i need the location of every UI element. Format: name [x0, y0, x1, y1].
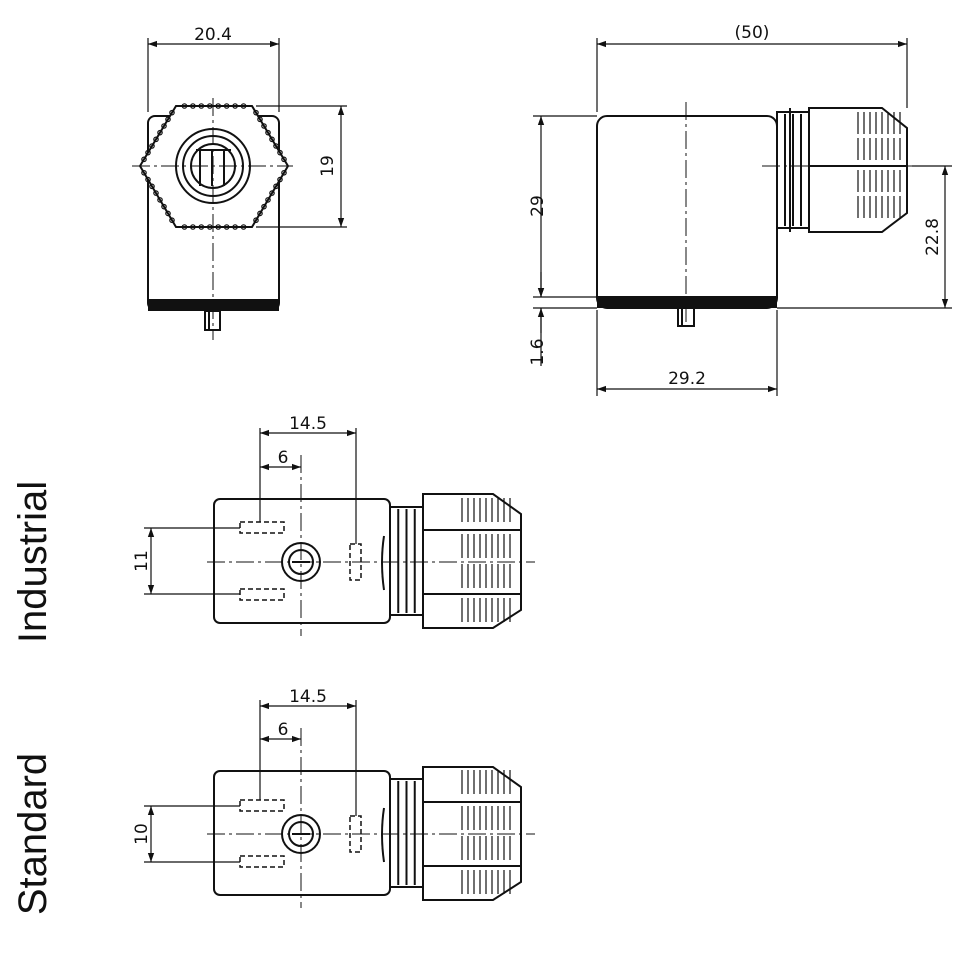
side-view-thread	[776, 111, 810, 229]
industrial-contact-2	[239, 588, 285, 601]
dim-standard-spacing: 10	[132, 823, 152, 845]
dim-body-height: 29	[528, 195, 548, 217]
dim-end-width: 20.4	[194, 25, 232, 45]
side-view-housing	[596, 115, 778, 309]
side-view-gasket	[597, 296, 777, 308]
standard-view: 14.5 6 10 Standard	[11, 687, 535, 915]
industrial-view: 14.5 6 11 Industrial	[11, 414, 535, 643]
industrial-thread	[389, 506, 424, 616]
industrial-label: Industrial	[11, 481, 55, 643]
dim-industrial-offset: 6	[278, 448, 289, 468]
standard-thread	[389, 778, 424, 888]
dim-industrial-spacing: 11	[132, 550, 152, 572]
dim-base-length: 29.2	[668, 369, 706, 389]
standard-contact-2	[239, 855, 285, 868]
dim-industrial-pitch: 14.5	[289, 414, 327, 434]
dim-end-height: 19	[318, 155, 338, 177]
end-view: 20.4 19	[132, 25, 347, 340]
industrial-cable-gland	[422, 493, 522, 629]
dim-standard-pitch: 14.5	[289, 687, 327, 707]
side-view: (50) 29 1.6 22.8 29.2	[528, 23, 952, 396]
dim-axis-height: 22.8	[923, 218, 943, 256]
standard-contact-1	[239, 799, 285, 812]
dim-overall-length: (50)	[735, 23, 770, 43]
dim-gasket: 1.6	[528, 338, 548, 365]
dim-standard-offset: 6	[278, 720, 289, 740]
standard-label: Standard	[11, 753, 55, 915]
industrial-contact-1	[239, 521, 285, 534]
